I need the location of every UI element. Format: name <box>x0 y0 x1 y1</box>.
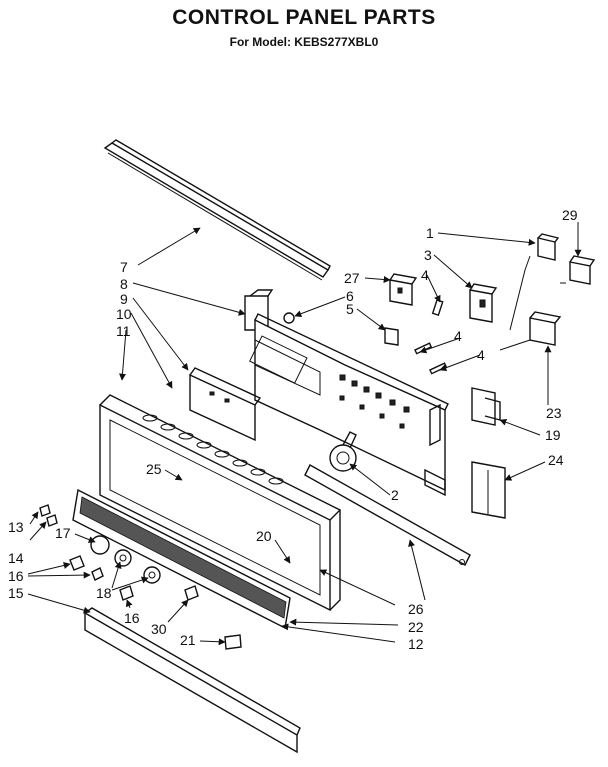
label-part-15: 15 <box>8 585 24 601</box>
leader-lines <box>27 222 582 646</box>
bottom-trim-strip <box>84 607 301 754</box>
label-part-3: 3 <box>424 247 432 263</box>
label-part-10: 10 <box>116 306 132 322</box>
component-23 <box>499 311 562 351</box>
label-part-25: 25 <box>146 461 162 477</box>
component-27 <box>389 273 418 306</box>
label-part-16-right: 16 <box>124 610 140 626</box>
label-part-13: 13 <box>8 519 24 535</box>
label-part-14: 14 <box>8 550 24 566</box>
display-board <box>189 367 262 442</box>
label-part-9: 9 <box>120 291 128 307</box>
label-part-29: 29 <box>562 207 578 223</box>
label-part-6: 6 <box>346 288 354 304</box>
label-part-12: 12 <box>408 636 424 652</box>
backplate-holes <box>339 374 410 429</box>
label-part-4-top: 4 <box>421 267 429 283</box>
label-part-27: 27 <box>344 270 360 286</box>
label-part-21: 21 <box>180 632 196 648</box>
label-part-17: 17 <box>55 525 71 541</box>
component-3 <box>469 283 498 323</box>
label-part-1: 1 <box>426 225 434 241</box>
label-part-7: 7 <box>120 259 128 275</box>
label-part-22: 22 <box>408 619 424 635</box>
label-part-26: 26 <box>408 601 424 617</box>
label-part-20: 20 <box>256 528 272 544</box>
label-part-4-low: 4 <box>477 347 485 363</box>
label-part-8: 8 <box>120 276 128 292</box>
label-part-11: 11 <box>116 323 131 339</box>
panel-slots <box>142 414 284 485</box>
model-subtitle: For Model: KEBS277XBL0 <box>229 35 379 49</box>
label-part-4-mid: 4 <box>454 328 462 344</box>
component-29 <box>560 255 596 285</box>
long-support-bar <box>304 464 471 566</box>
control-panel-backplate <box>249 313 449 497</box>
page-title: CONTROL PANEL PARTS <box>172 6 436 29</box>
label-part-2: 2 <box>391 487 399 503</box>
component-5 <box>384 327 399 346</box>
label-part-16-left: 16 <box>8 568 24 584</box>
label-part-24: 24 <box>548 452 564 468</box>
bracket-24 <box>471 461 506 519</box>
label-part-18: 18 <box>96 585 112 601</box>
front-control-panel <box>99 394 342 612</box>
label-part-30: 30 <box>151 621 167 637</box>
component-1 <box>509 233 560 331</box>
top-trim-strip <box>103 139 331 281</box>
label-part-5: 5 <box>346 301 354 317</box>
component-19 <box>471 387 501 426</box>
label-part-23: 23 <box>546 405 562 421</box>
label-part-19: 19 <box>545 427 561 443</box>
part-number-labels: 1 29 3 4 27 6 5 7 8 9 10 11 4 4 23 19 24… <box>8 207 578 652</box>
